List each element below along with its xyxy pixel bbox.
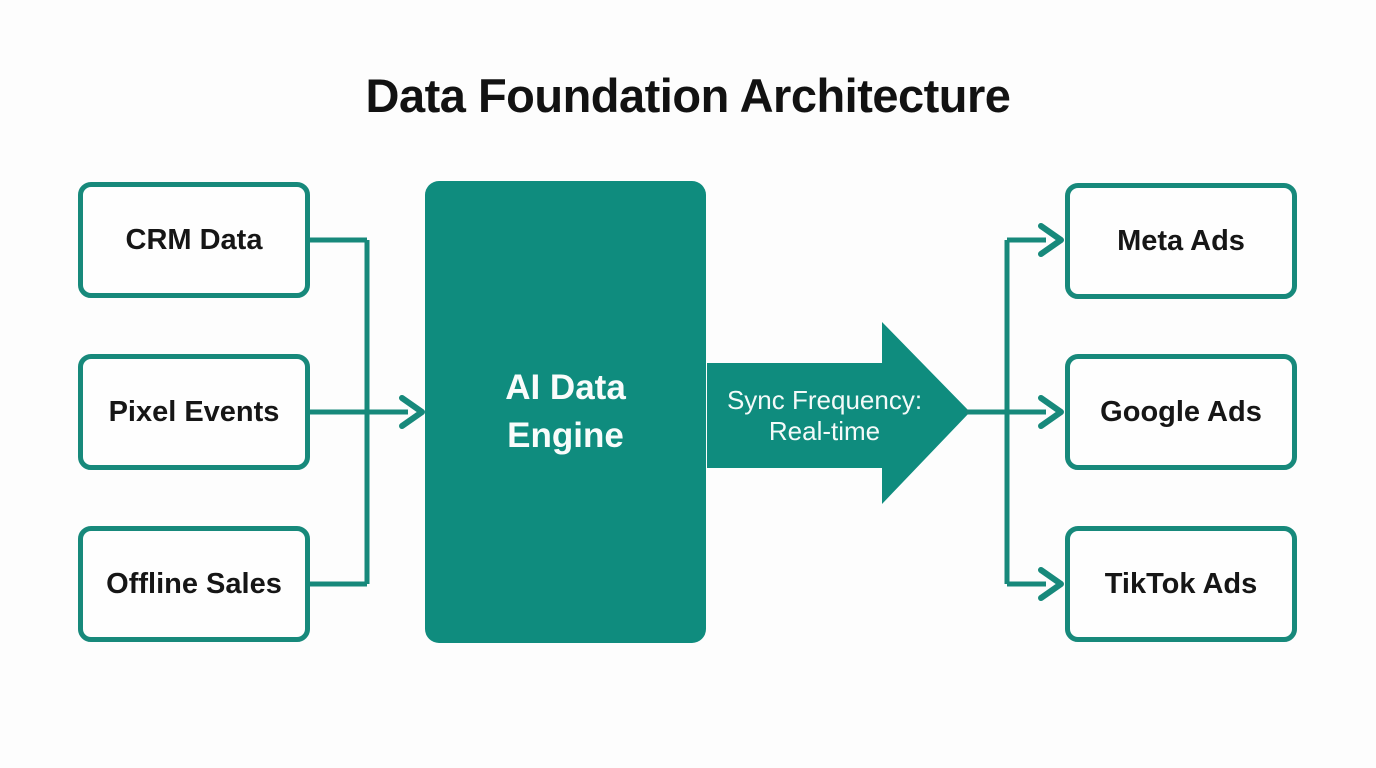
destination-label-google-ads: Google Ads bbox=[1100, 395, 1262, 428]
engine-label-line2: Engine bbox=[507, 416, 624, 455]
destination-label-tiktok-ads: TikTok Ads bbox=[1104, 567, 1258, 600]
source-label-offline-sales: Offline Sales bbox=[106, 567, 282, 600]
source-box-offline-sales: Offline Sales bbox=[78, 526, 310, 642]
destination-box-tiktok-ads: TikTok Ads bbox=[1065, 526, 1297, 642]
diagram-title: Data Foundation Architecture bbox=[365, 69, 1011, 122]
sync-label-line1: Sync Frequency: bbox=[726, 384, 923, 415]
sync-block-arrow bbox=[707, 322, 970, 504]
sync-label-line2: Real-time bbox=[768, 415, 881, 446]
source-box-crm-data: CRM Data bbox=[78, 182, 310, 298]
tiktok-arrowhead-icon bbox=[1038, 567, 1064, 601]
engine-arrowhead-icon bbox=[399, 395, 425, 429]
destination-box-meta-ads: Meta Ads bbox=[1065, 183, 1297, 299]
source-box-pixel-events: Pixel Events bbox=[78, 354, 310, 470]
ai-data-engine-box: AI Data Engine bbox=[425, 181, 706, 643]
meta-arrowhead-icon bbox=[1038, 223, 1064, 257]
engine-label-line1: AI Data bbox=[505, 367, 626, 407]
google-arrowhead-icon bbox=[1038, 395, 1064, 429]
destination-box-google-ads: Google Ads bbox=[1065, 354, 1297, 470]
source-label-pixel-events: Pixel Events bbox=[108, 395, 280, 428]
source-label-crm-data: CRM Data bbox=[125, 223, 263, 256]
destination-label-meta-ads: Meta Ads bbox=[1117, 224, 1245, 257]
sync-frequency-label: Sync Frequency: Real-time bbox=[707, 363, 942, 468]
